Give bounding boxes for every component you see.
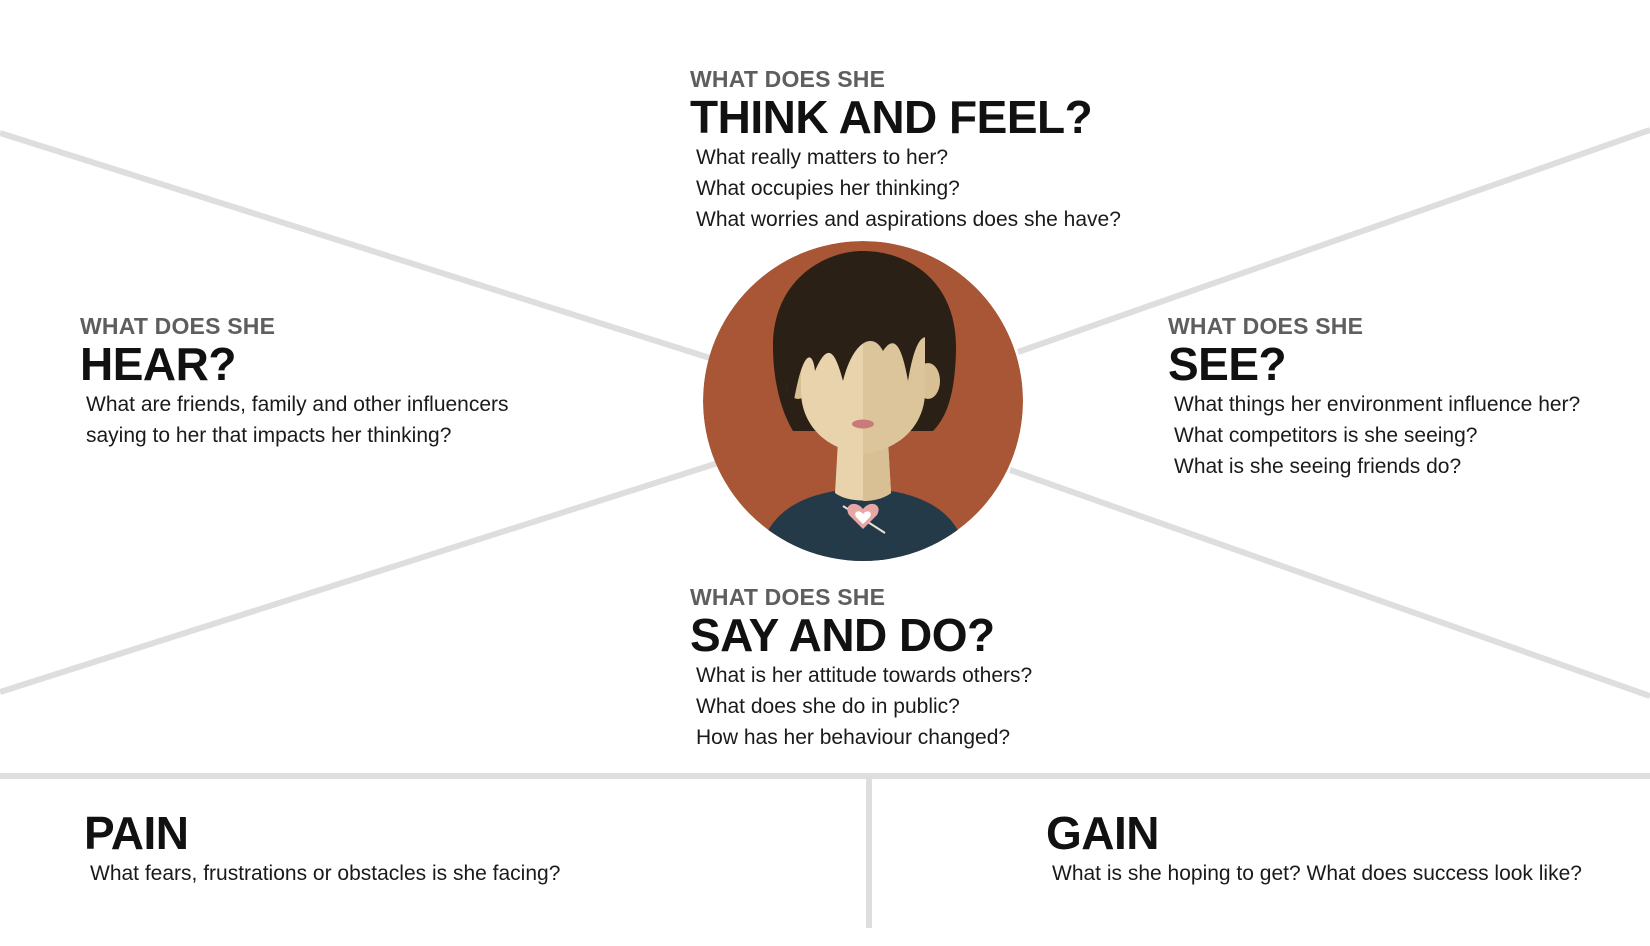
- say-do-title: SAY AND DO?: [690, 609, 995, 661]
- pain-section: PAIN What fears, frustrations or obstacl…: [84, 808, 560, 889]
- gain-section: GAIN What is she hoping to get? What doe…: [1046, 808, 1582, 889]
- say-do-question: What does she do in public?: [696, 695, 960, 718]
- say-do-section: WHAT DOES SHE SAY AND DO? What is her at…: [690, 584, 1032, 753]
- see-question: What things her environment influence he…: [1174, 393, 1581, 416]
- diagonal-bottom-left: [0, 460, 719, 695]
- persona-avatar: [703, 241, 1023, 561]
- gain-question: What is she hoping to get? What does suc…: [1052, 862, 1582, 885]
- pain-question: What fears, frustrations or obstacles is…: [90, 862, 561, 885]
- see-question: What is she seeing friends do?: [1174, 455, 1462, 478]
- see-section: WHAT DOES SHE SEE? What things her envir…: [1168, 313, 1580, 482]
- hear-section: WHAT DOES SHE HEAR? What are friends, fa…: [80, 313, 509, 451]
- hear-title: HEAR?: [80, 338, 236, 390]
- think-feel-kicker: WHAT DOES SHE: [690, 66, 886, 92]
- say-do-kicker: WHAT DOES SHE: [690, 584, 886, 610]
- hear-question: saying to her that impacts her thinking?: [86, 424, 452, 447]
- diagonal-top-right: [1017, 127, 1650, 355]
- diagonal-top-left: [0, 130, 711, 361]
- diagonal-bottom-right: [1009, 467, 1650, 699]
- hear-question: What are friends, family and other influ…: [86, 393, 509, 416]
- see-kicker: WHAT DOES SHE: [1168, 313, 1364, 339]
- think-feel-question: What occupies her thinking?: [696, 177, 960, 200]
- see-title: SEE?: [1168, 338, 1287, 390]
- think-feel-question: What worries and aspirations does she ha…: [696, 208, 1121, 231]
- hear-kicker: WHAT DOES SHE: [80, 313, 276, 339]
- think-feel-question: What really matters to her?: [696, 146, 949, 169]
- think-feel-title: THINK AND FEEL?: [690, 91, 1093, 143]
- see-question: What competitors is she seeing?: [1174, 424, 1478, 447]
- say-do-question: What is her attitude towards others?: [696, 664, 1033, 687]
- say-do-question: How has her behaviour changed?: [696, 726, 1011, 749]
- gain-title: GAIN: [1046, 807, 1159, 859]
- think-feel-section: WHAT DOES SHE THINK AND FEEL? What reall…: [690, 66, 1121, 235]
- pain-title: PAIN: [84, 807, 189, 859]
